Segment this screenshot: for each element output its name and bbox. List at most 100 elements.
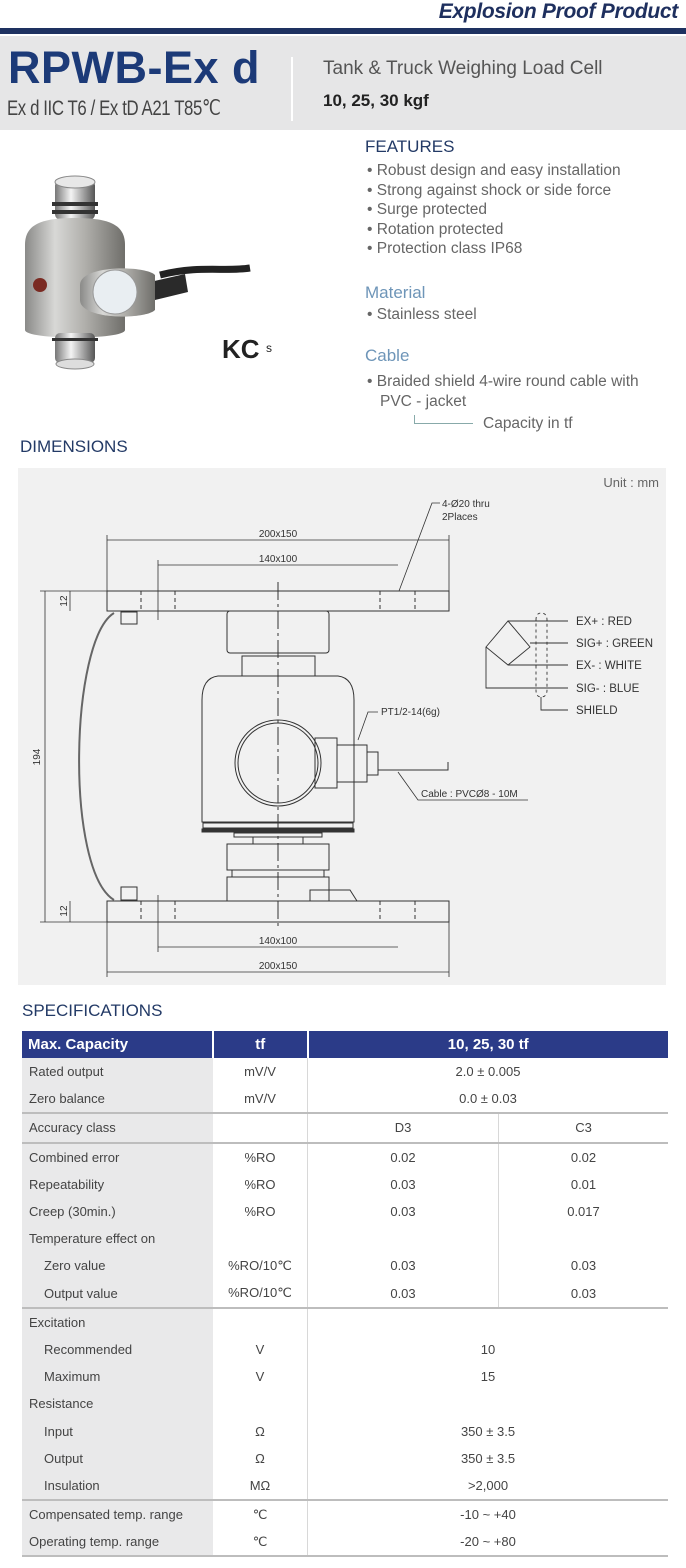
title-band <box>0 36 686 130</box>
spec-value-d3: 0.03 <box>307 1279 499 1309</box>
feature-item: Protection class IP68 <box>367 239 621 259</box>
capacity-note: Capacity in tf <box>483 415 573 432</box>
wire-sig-plus: SIG+ : GREEN <box>576 638 653 650</box>
material-list: Stainless steel <box>367 305 477 325</box>
hole-spacing-dim-top: 140x100 <box>259 554 298 565</box>
height-dim: 194 <box>32 748 43 765</box>
spec-unit: ℃ <box>213 1500 308 1529</box>
divider <box>291 57 293 121</box>
cable-title: Cable <box>365 346 410 365</box>
spec-unit: MΩ <box>213 1471 308 1502</box>
callout-line <box>414 415 473 424</box>
cable-list: Braided shield 4-wire round cable with <box>367 372 639 392</box>
table-row: Excitation <box>22 1307 668 1336</box>
spec-value-d3 <box>307 1225 499 1253</box>
certification: Ex d IIC T6 / Ex tD A21 T85℃ <box>7 97 221 120</box>
spec-unit <box>213 1390 308 1418</box>
spec-label: Insulation <box>22 1471 213 1502</box>
spec-unit <box>213 1225 308 1253</box>
spec-value: 2.0 ± 0.005 <box>455 1064 521 1080</box>
product-photo: KC s <box>25 175 272 370</box>
spec-value-d3: 0.02 <box>307 1142 499 1171</box>
dimensions-title: DIMENSIONS <box>20 437 128 456</box>
outer-plate-dim-bottom: 200x150 <box>259 961 298 972</box>
feature-item: Robust design and easy installation <box>367 161 621 181</box>
spec-unit: Ω <box>213 1444 308 1472</box>
table-row: Temperature effect on <box>22 1225 669 1253</box>
spec-label: Resistance <box>22 1390 213 1418</box>
spec-label: Recommended <box>22 1335 213 1364</box>
hole-spacing-dim-bottom: 140x100 <box>259 936 298 947</box>
table-row: Operating temp. range℃-20 ~ +80 <box>22 1528 668 1558</box>
spec-label: Output <box>22 1444 213 1472</box>
feature-item: Surge protected <box>367 200 621 220</box>
spec-value-d3: D3 <box>307 1113 499 1144</box>
spec-label: Repeatability <box>22 1170 213 1198</box>
spec-label: Output value <box>22 1279 213 1309</box>
specifications-table: Max. Capacity tf 10, 25, 30 tf Rated out… <box>22 1031 669 1558</box>
kc-mark: KC <box>222 334 260 364</box>
spec-unit: mV/V <box>213 1058 308 1086</box>
spec-value: 350 ± 3.5 <box>460 1423 516 1439</box>
spec-value-c3: 0.017 <box>567 1204 600 1220</box>
spec-unit: %RO/10℃ <box>213 1252 308 1280</box>
drawing-svg: Unit : mm <box>32 475 659 977</box>
ground-strap <box>78 612 115 901</box>
spec-label: Excitation <box>22 1307 213 1336</box>
wire-ex-plus: EX+ : RED <box>576 616 632 628</box>
thread-label: PT1/2-14(6g) <box>381 707 440 718</box>
cable-spec-label: Cable : PVCØ8 - 10M <box>421 789 518 800</box>
specifications-title: SPECIFICATIONS <box>22 1001 163 1020</box>
model-name: RPWB-Ex d <box>8 42 260 93</box>
spec-label: Creep (30min.) <box>22 1197 213 1226</box>
spec-label: Operating temp. range <box>22 1528 213 1558</box>
spec-value <box>308 1390 669 1417</box>
spec-unit: Ω <box>213 1417 308 1445</box>
material-title: Material <box>365 283 426 302</box>
spec-value: -20 ~ +80 <box>307 1528 668 1558</box>
spec-value: 350 ± 3.5 <box>460 1450 516 1466</box>
spec-value: 15 <box>480 1369 496 1385</box>
capacity-range: 10, 25, 30 kgf <box>323 91 429 110</box>
spec-value-c3 <box>499 1225 669 1252</box>
table-row: Resistance <box>22 1390 669 1418</box>
wire-ex-minus: EX- : WHITE <box>576 660 642 672</box>
wire-sig-minus: SIG- : BLUE <box>576 683 640 695</box>
spec-label: Rated output <box>22 1058 213 1086</box>
spec-value: -10 ~ +40 <box>460 1507 516 1523</box>
features-list: Robust design and easy installation Stro… <box>367 161 621 259</box>
header-rule <box>0 28 686 34</box>
spec-label: Temperature effect on <box>22 1225 213 1253</box>
spec-value: 0.0 ± 0.03 <box>307 1085 668 1115</box>
spec-label: Zero balance <box>22 1085 213 1115</box>
spec-value-c3: 0.03 <box>498 1279 668 1309</box>
spec-unit: %RO <box>213 1170 308 1198</box>
kc-suffix: s <box>266 341 272 355</box>
banner-title: Explosion Proof Product <box>438 0 679 23</box>
spec-value-d3: 0.03 <box>307 1252 499 1280</box>
header-unit: tf <box>212 1031 308 1058</box>
features-title: FEATURES <box>365 137 455 156</box>
spec-unit: %RO <box>213 1197 308 1226</box>
spec-unit: mV/V <box>213 1085 308 1115</box>
unit-label: Unit : mm <box>603 475 659 490</box>
hole-note-places: 2Places <box>442 512 478 523</box>
table-row: Compensated temp. range℃-10 ~ +40 <box>22 1500 668 1529</box>
spec-label: Combined error <box>22 1142 213 1171</box>
plate-thickness-bottom: 12 <box>59 905 70 917</box>
dimension-drawing: Unit : mm <box>18 468 666 985</box>
spec-value-d3: 0.03 <box>307 1170 499 1198</box>
spec-label: Accuracy class <box>22 1113 213 1144</box>
header-capacities: 10, 25, 30 tf <box>306 1031 668 1058</box>
table-header-row: Max. Capacity tf 10, 25, 30 tf <box>22 1031 668 1058</box>
